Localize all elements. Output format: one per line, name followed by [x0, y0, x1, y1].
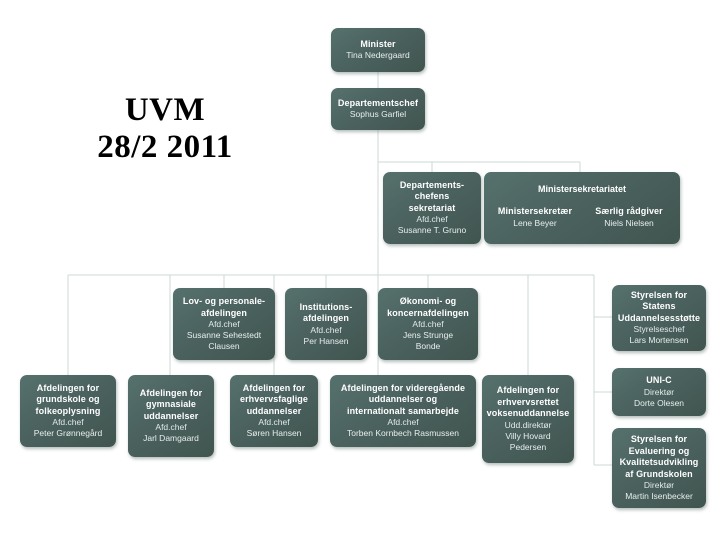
node-departementschef-title: Departementschef — [337, 97, 419, 108]
node-voksenuddannelse-role: Udd.direktør — [504, 419, 552, 430]
node-voksenuddannelse-person-l1: Villy Hovard — [505, 430, 551, 441]
node-grundskole-person: Peter Grønnegård — [33, 428, 103, 439]
node-videregaende-title-l1: Afdelingen for videregående — [340, 382, 466, 393]
node-erhvervsfaglige-title-l2: erhvervsfaglige — [239, 394, 309, 405]
node-ministersekretariatet-col-left: Ministersekretær Lene Beyer — [488, 206, 582, 229]
node-unic-title: UNI-C — [646, 375, 672, 386]
node-okonomi-title-l1: Økonomi- og — [399, 296, 457, 306]
node-afdelingen-for-erhvervsfaglige-uddannelser[interactable]: Afdelingen for erhvervsfaglige uddannels… — [230, 375, 318, 447]
node-lov-personale-title-l2: afdelingen — [200, 307, 247, 318]
node-ministersekretariatet-columns: Ministersekretær Lene Beyer Særlig rådgi… — [488, 206, 676, 229]
node-minister-person: Tina Nedergaard — [346, 50, 410, 61]
node-videregaende-title-l3: internationalt samarbejde — [346, 405, 460, 416]
node-erhvervsfaglige-role: Afd.chef — [258, 417, 290, 428]
node-su-person: Lars Mortensen — [629, 335, 689, 346]
node-gymnasiale-title-l1: Afdelingen for — [139, 387, 203, 398]
node-institutions-title-l1: Institutions- — [299, 301, 353, 312]
node-voksenuddannelse-person-l2: Pedersen — [509, 441, 547, 452]
node-su-title-l1: Styrelsen for — [630, 289, 688, 300]
node-lov-personale-role: Afd.chef — [208, 319, 240, 329]
node-unic-person: Dorte Olesen — [633, 397, 685, 408]
node-videregaende-person: Torben Kornbech Rasmussen — [347, 428, 459, 439]
node-styrelsen-for-evaluering-og-kvalitetsudvikling[interactable]: Styrelsen for Evaluering og Kvalitetsudv… — [612, 428, 706, 508]
node-su-title-l2: Statens — [642, 301, 676, 312]
node-grundskole-title-l2: grundskole og — [36, 394, 100, 405]
chart-title-line1: UVM — [124, 92, 206, 128]
node-departementschef[interactable]: Departementschef Sophus Garfiel — [331, 88, 425, 130]
node-erhvervsfaglige-person: Søren Hansen — [246, 428, 302, 439]
ministersekretaer-role: Ministersekretær — [497, 206, 573, 216]
node-videregaende-role: Afd.chef — [387, 417, 419, 428]
node-evaluering-role: Direktør — [643, 480, 675, 490]
node-grundskole-title-l3: folkeoplysning — [35, 405, 101, 416]
node-styrelsen-for-statens-uddannelsesstotte[interactable]: Styrelsen for Statens Uddannelsesstøtte … — [612, 285, 706, 351]
node-voksenuddannelse-title-l1: Afdelingen for — [496, 385, 560, 396]
node-ministersekretariatet-title: Ministersekretariatet — [537, 184, 627, 194]
node-lov-personale-title-l1: Lov- og personale- — [182, 296, 266, 306]
node-evaluering-title-l2: Evaluering og — [628, 445, 690, 456]
node-okonomi-og-koncernafdelingen[interactable]: Økonomi- og koncernafdelingen Afd.chef J… — [378, 288, 478, 360]
node-institutions-title-l2: afdelingen — [302, 313, 349, 323]
saerlig-raadgiver-person: Niels Nielsen — [604, 217, 654, 228]
node-unic-role: Direktør — [643, 386, 675, 397]
node-institutionsafdelingen[interactable]: Institutions- afdelingen Afd.chef Per Ha… — [285, 288, 367, 360]
chart-title-line2: 28/2 2011 — [97, 128, 233, 165]
node-dep-sekretariat-person: Susanne T. Gruno — [397, 225, 467, 236]
node-gymnasiale-role: Afd.chef — [155, 422, 187, 433]
node-grundskole-role: Afd.chef — [52, 417, 84, 428]
saerlig-raadgiver-role: Særlig rådgiver — [595, 206, 663, 216]
node-gymnasiale-title-l3: uddannelser — [143, 410, 199, 421]
chart-title: UVM 28/2 2011 — [30, 92, 300, 166]
node-su-role: Styrelseschef — [633, 324, 685, 335]
node-departementschefens-sekretariat[interactable]: Departements- chefens sekretariat Afd.ch… — [383, 172, 481, 244]
node-institutions-person: Per Hansen — [303, 335, 349, 346]
node-gymnasiale-title-l2: gymnasiale — [145, 399, 197, 410]
node-dep-sekretariat-title-l1: Departements- — [399, 179, 465, 190]
node-evaluering-title-l4: af Grundskolen — [625, 468, 693, 479]
node-dep-sekretariat-title-l2: chefens — [414, 191, 450, 202]
node-afdelingen-for-erhvervsrettet-voksenuddannelse[interactable]: Afdelingen for erhvervsrettet voksenudda… — [482, 375, 574, 463]
node-uni-c[interactable]: UNI-C Direktør Dorte Olesen — [612, 368, 706, 416]
node-erhvervsfaglige-title-l3: uddannelser — [246, 405, 302, 416]
node-voksenuddannelse-title-l2: erhvervsrettet — [497, 396, 559, 407]
node-departementschef-person: Sophus Garfiel — [349, 109, 407, 120]
node-evaluering-title-l3: Kvalitetsudvikling — [619, 457, 699, 467]
node-afdelingen-for-gymnasiale-uddannelser[interactable]: Afdelingen for gymnasiale uddannelser Af… — [128, 375, 214, 457]
node-dep-sekretariat-title-l3: sekretariat — [408, 202, 456, 213]
node-evaluering-person: Martin Isenbecker — [625, 491, 693, 501]
node-minister-title: Minister — [360, 38, 396, 49]
node-erhvervsfaglige-title-l1: Afdelingen for — [242, 382, 306, 393]
node-ministersekretariatet[interactable]: Ministersekretariatet Ministersekretær L… — [484, 172, 680, 244]
node-okonomi-title-l2: koncernafdelingen — [387, 307, 469, 318]
node-voksenuddannelse-title-l3: voksenuddannelse — [486, 408, 570, 419]
node-lov-personale-person-l1: Susanne Sehestedt — [186, 330, 262, 340]
ministersekretaer-person: Lene Beyer — [513, 217, 557, 228]
node-lov-personale-person-l2: Clausen — [208, 341, 240, 351]
node-dep-sekretariat-role: Afd.chef — [416, 214, 448, 225]
node-grundskole-title-l1: Afdelingen for — [36, 382, 100, 393]
node-okonomi-person-l2: Bonde — [415, 341, 441, 351]
node-ministersekretariatet-col-right: Særlig rådgiver Niels Nielsen — [582, 206, 676, 229]
node-lov-og-personaleafdelingen[interactable]: Lov- og personale- afdelingen Afd.chef S… — [173, 288, 275, 360]
node-afdelingen-for-grundskole-og-folkeoplysning[interactable]: Afdelingen for grundskole og folkeoplysn… — [20, 375, 116, 447]
node-videregaende-title-l2: uddannelser og — [368, 394, 438, 405]
node-gymnasiale-person: Jarl Damgaard — [143, 433, 199, 444]
node-minister[interactable]: Minister Tina Nedergaard — [331, 28, 425, 72]
node-afdelingen-for-videregaaende-uddannelser[interactable]: Afdelingen for videregående uddannelser … — [330, 375, 476, 447]
node-institutions-role: Afd.chef — [310, 324, 342, 335]
node-okonomi-person-l1: Jens Strunge — [402, 330, 454, 340]
node-evaluering-title-l1: Styrelsen for — [630, 434, 688, 444]
node-okonomi-role: Afd.chef — [412, 319, 444, 329]
node-su-title-l3: Uddannelsesstøtte — [617, 312, 701, 323]
